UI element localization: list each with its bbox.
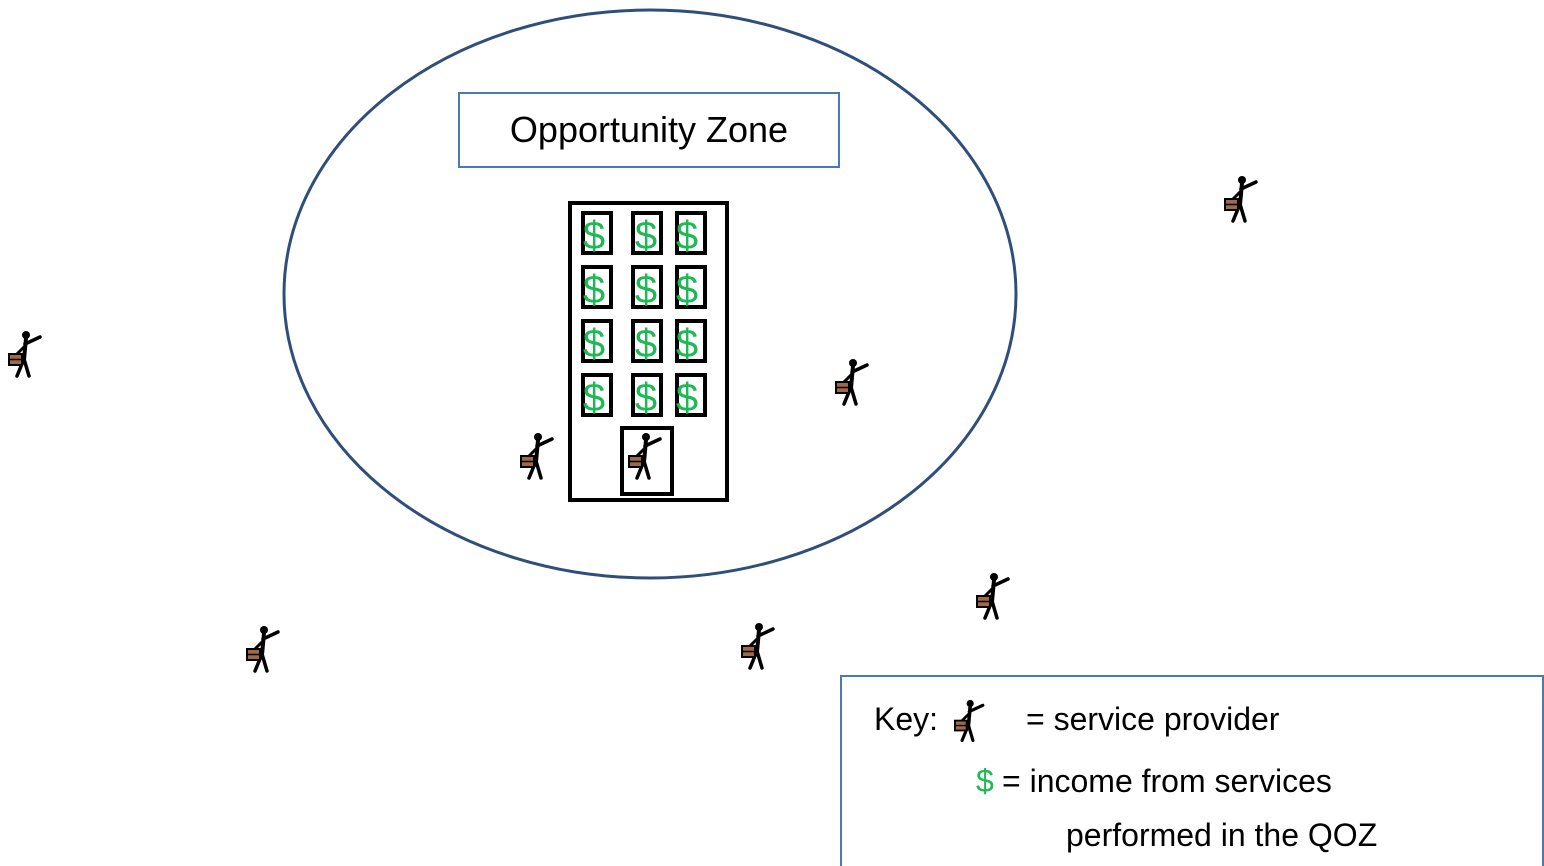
window (675, 265, 707, 309)
window-dollar-signs: $ $ $ $ $ $ $ $ $ $ $ $ (583, 214, 698, 420)
dollar-sign: $ (676, 214, 698, 258)
dollar-sign: $ (635, 322, 657, 366)
key-income-text-cont: performed in the QOZ (1066, 817, 1378, 853)
window (631, 319, 663, 363)
key-provider-text: = service provider (1026, 701, 1280, 737)
service-provider-icon (246, 625, 280, 673)
dollar-sign: $ (635, 376, 657, 420)
service-provider-icon (741, 622, 775, 670)
window (631, 265, 663, 309)
dollar-sign: $ (583, 376, 605, 420)
window (581, 265, 613, 309)
service-provider-icon (954, 699, 985, 743)
zone-label-text: Opportunity Zone (509, 109, 789, 150)
service-provider-icon (835, 358, 869, 406)
opportunity-zone-outline (282, 8, 1018, 580)
key-prefix: Key: (874, 701, 939, 737)
window (675, 211, 707, 255)
service-provider-icon (976, 572, 1010, 620)
service-provider-icon (8, 330, 42, 378)
dollar-sign: $ (583, 322, 605, 366)
dollar-sign: $ (635, 214, 657, 258)
dollar-sign: $ (583, 268, 605, 312)
window (675, 319, 707, 363)
window (581, 319, 613, 363)
dollar-sign: $ (676, 322, 698, 366)
dollar-sign: $ (676, 376, 698, 420)
dollar-sign: $ (635, 268, 657, 312)
dollar-sign: $ (676, 268, 698, 312)
window (581, 373, 613, 417)
window (581, 211, 613, 255)
window (675, 373, 707, 417)
building-windows (581, 211, 707, 417)
key-legend: Key: = service provider $ = income from … (840, 675, 1544, 866)
service-provider-icon (1224, 175, 1258, 223)
service-provider-icon (520, 432, 554, 480)
window (631, 373, 663, 417)
zone-label: Opportunity Zone (458, 92, 840, 168)
key-dollar-sign: $ (976, 763, 994, 799)
key-income-text: = income from services (1002, 763, 1332, 799)
dollar-sign: $ (583, 214, 605, 258)
window (631, 211, 663, 255)
